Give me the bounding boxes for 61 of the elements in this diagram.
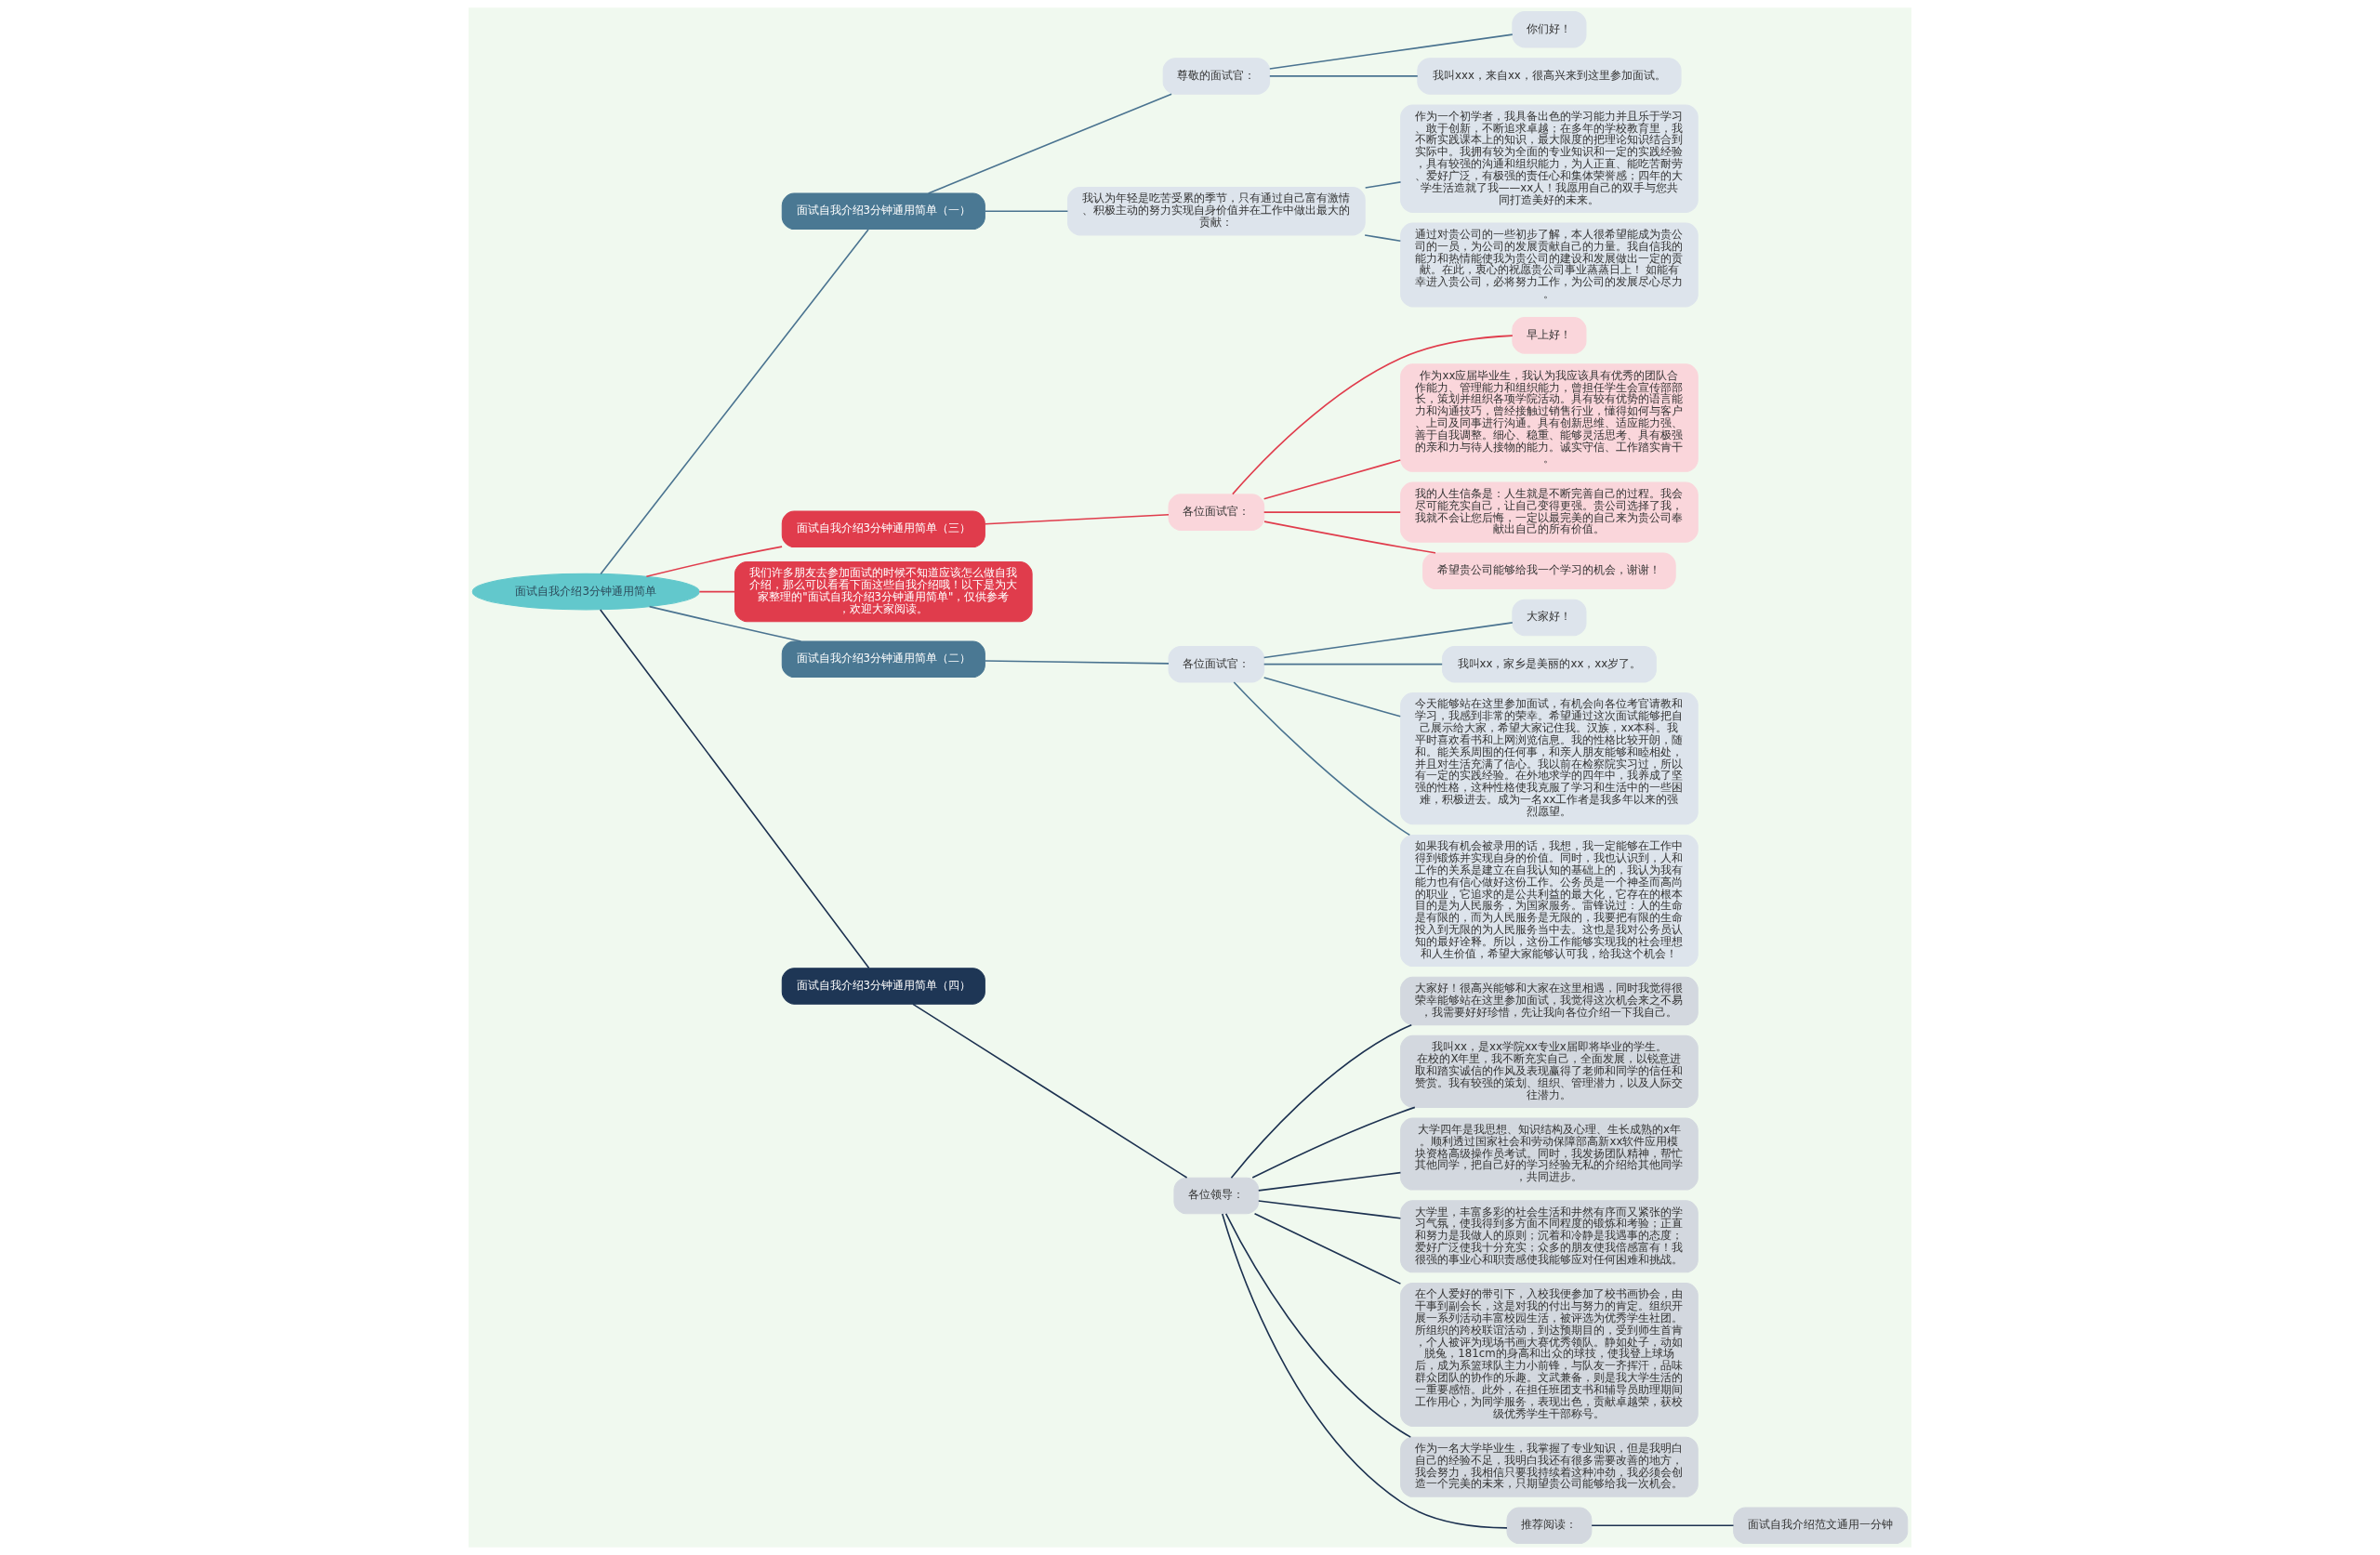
node-box: 各位领导： (1173, 1177, 1260, 1215)
node-box: 大家好！很高兴能够和大家在这里相遇，同时我觉得很荣幸能够站在这里参加面试，我觉得这次机会来之不易，我需要好好珍惜，先让我向各位介绍一下我自己。 (1400, 976, 1699, 1026)
node-box: 作为xx应届毕业生，我认为我应该具有优秀的团队合作能力、管理能力和组织能力，曾担任学生会宣传部部长，策划并组织各项学院活动。具有较有优势的语言能力和沟通技巧，曾经接触过销售行业，懂得如何与客户、上司及同事进行沟通。具有创新思维、适应能力强、善于自我调整。细心、稳重、能够灵活思考、具有极强的亲和力与待人接物的能力。诚实守信、工作踏实肯干。 (1400, 363, 1699, 472)
node-box: 面试自我介绍3分钟通用简单（四） (781, 968, 985, 1005)
node-box: 我叫xxx，来自xx，很高兴来到这里参加面试。 (1417, 58, 1682, 95)
connector (1263, 677, 1402, 718)
connector (1232, 335, 1514, 495)
connector (1364, 181, 1402, 189)
connector (1258, 1200, 1402, 1219)
node-ellipse: 面试自我介绍3分钟通用简单 (471, 573, 700, 611)
connector (698, 590, 736, 593)
connector (1269, 33, 1514, 70)
node-box: 推荐阅读： (1506, 1507, 1593, 1545)
connector (984, 513, 1170, 525)
node-box: 我认为年轻是吃苦受累的季节，只有通过自己富有激情、积极主动的努力实现自身价值并在工作中做出最大的贡献： (1067, 187, 1366, 236)
connector (984, 660, 1170, 665)
node-box: 在个人爱好的带引下，入校我便参加了校书画协会，由干事到副会长，这是对我的付出与努力的肯定。组织开展一系列活动丰富校园生活，被评选为优秀学生社团。所组织的跨校联谊活动，到达预期目的，受到师生首肯，个人被评为现场书画大赛优秀领队。静如处子，动如脱兔，181cm的身高和出众的球技，使我登上球场后，成为系篮球队主力小前锋，与队友一齐挥汗，品味群众团队的协作的乐趣。文武兼备，则是我大学生活的一重要感悟。此外，在担任班团支书和辅导员助理期间工作用心，为同学服务，表现出色，贡献卓越荣，获校级优秀学生干部称号。 (1400, 1283, 1699, 1427)
node-box: 大学四年是我思想、知识结构及心理、生长成熟的x年。顺利透过国家社会和劳动保障部高新xx软件应用模块资格高级操作员考试。同时，我发扬团队精神，帮忙其他同学，把自己好的学习经验无私的介绍给其他同学，共同进步。 (1400, 1117, 1699, 1191)
connector (1263, 663, 1443, 665)
node-box: 尊敬的面试官： (1162, 58, 1271, 95)
node-box: 今天能够站在这里参加面试，有机会向各位考官请教和学习，我感到非常的荣幸。希望通过这次面试能够把自己展示给大家，希望大家记住我。汉族，xx本科。我平时喜欢看书和上网浏览信息。我的性格比较开朗，随和。能关系周围的任何事，和亲人朋友能够和睦相处，并且对生活充满了信心。我以前在检察院实习过，所以有一定的实践经验。在外地求学的四年中，我养成了坚强的性格，这种性格使我克服了学习和生活中的一些困难，积极进去。成为一名xx工作者是我多年以来的强烈愿望。 (1400, 692, 1699, 825)
connector (912, 1003, 1188, 1179)
connector (1253, 1212, 1402, 1285)
node-box: 面试自我介绍3分钟通用简单（二） (781, 640, 985, 679)
connector (1263, 511, 1402, 513)
node-box: 大学里，丰富多彩的社会生活和井然有序而又紧张的学习气氛，使我得到多方面不同程度的锻炼和考验；正直和努力是我做人的原则；沉着和冷静是我遇事的态度；爱好广泛使我十分充实；众多的朋友使我倍感富有！我很强的事业心和职责感使我能够应对任何困难和挑战。 (1400, 1200, 1699, 1273)
node-box: 希望贵公司能够给我一个学习的机会，谢谢！ (1422, 552, 1676, 589)
connector (984, 210, 1069, 213)
connector (927, 93, 1172, 194)
node-box: 各位面试官： (1168, 494, 1265, 531)
node-box: 作为一名大学毕业生，我掌握了专业知识，但是我明白自己的经验不足，我明白我还有很多需要改善的地方，我会努力，我相信只要我持续着这种冲劲，我必须会创造一个完美的未来，只期望贵公司能够给我一次机会。 (1400, 1436, 1699, 1497)
node-box: 面试自我介绍范文通用一分钟 (1733, 1507, 1909, 1545)
connector (1263, 622, 1514, 659)
node-box: 大家好！ (1512, 599, 1587, 637)
connector (1258, 1171, 1402, 1192)
connector (645, 546, 783, 578)
node-box: 面试自我介绍3分钟通用简单（三） (781, 510, 985, 548)
connector (1233, 681, 1411, 837)
connector (600, 229, 869, 575)
node-box: 我叫xx，是xx学院xx专业x届即将毕业的学生。在校的X年里，我不断充实自己，全面发展，以锐意进取和踏实诚信的作风及表现赢得了老师和同学的信任和赞赏。我有较强的策划、组织、管理潜力，以及人际交往潜力。 (1400, 1034, 1699, 1108)
connector (1224, 1213, 1412, 1438)
node-box: 各位面试官： (1168, 645, 1265, 683)
node-box: 早上好！ (1512, 317, 1587, 354)
node-box: 面试自我介绍3分钟通用简单（一） (781, 192, 985, 231)
connector (1251, 1106, 1416, 1179)
node-box: 如果我有机会被录用的话，我想，我一定能够在工作中得到锻炼并实现自身的价值。同时，我也认识到，人和工作的关系是建立在自我认知的基础上的，我认为我有能力也有信心做好这份工作。公务员是一个神圣而高尚的职业，它追求的是公共利益的最大化，它存在的根本目的是为人民服务，为国家服务。雷锋说过：人的生命是有限的，而为人民服务是无限的，我要把有限的生命投入到无限的为人民服务当中去。这也是我对公务员认知的最好诠释。所以，这份工作能够实现我的社会理想和人生价值，希望大家能够认可我，给我这个机会！ (1400, 834, 1699, 968)
node-box: 我叫xx，家乡是美丽的xx，xx岁了。 (1442, 645, 1657, 683)
connector (1263, 459, 1402, 500)
connector (1222, 1213, 1508, 1529)
connector (648, 605, 802, 642)
connector (1591, 1524, 1735, 1527)
node-box: 作为一个初学者，我具备出色的学习能力并且乐于学习、敢于创新，不断追求卓越；在多年的学校教育里，我不断实践课本上的知识，最大限度的把理论知识结合到实际中。我拥有较为全面的专业知识和一定的实践经验，具有较强的沟通和组织能力，为人正直、能吃苦耐劳、爱好广泛，有极强的责任心和集体荣誉感；四年的大学生活造就了我——xx人！我愿用自己的双手与您共同打造美好的未来。 (1400, 104, 1699, 213)
connector (1269, 75, 1419, 77)
node-box: 你们好！ (1512, 10, 1587, 48)
connector (1230, 1023, 1412, 1179)
node-box: 通过对贵公司的一些初步了解，本人很希望能成为贵公司的一员，为公司的发展贡献自己的力量。我自信我的能力和热情能使我为贵公司的建设和发展做出一定的贡献。在此，衷心的祝愿贵公司事业蒸蒸日上！ 如能有幸进入贵公司，必将努力工作，为公司的发展尽心尽力。 (1400, 222, 1699, 308)
connector (1263, 521, 1436, 554)
node-box: 我的人生信条是：人生就是不断完善自己的过程。我会尽可能充实自己，让自己变得更强。贵公司选择了我，我就不会让您后悔，一定以最完美的自己来为贵公司奉献出自己的所有价值。 (1400, 481, 1699, 543)
node-box: 我们许多朋友去参加面试的时候不知道应该怎么做自我介绍，那么可以看看下面这些自我介绍哦！以下是为大家整理的"面试自我介绍3分钟通用简单"，仅供参考，欢迎大家阅读。 (734, 561, 1033, 623)
connector (1364, 234, 1402, 242)
connector (599, 609, 870, 969)
